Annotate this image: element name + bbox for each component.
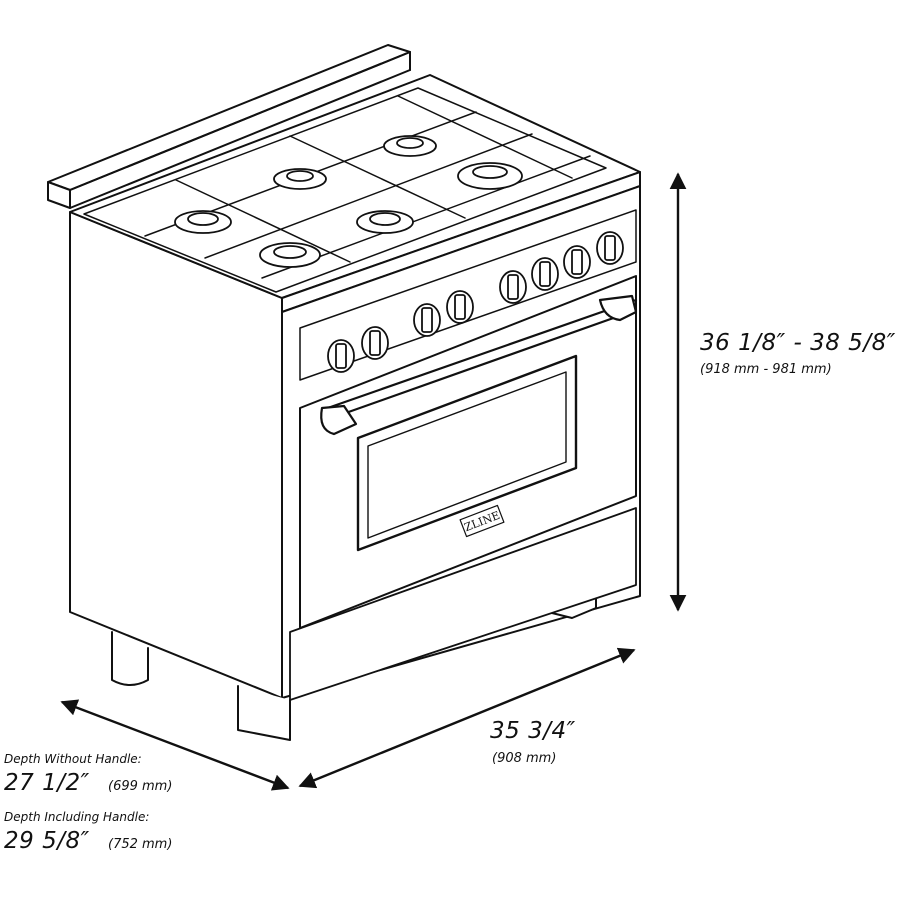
knob-icon bbox=[361, 326, 389, 360]
knob-icon bbox=[563, 245, 591, 279]
width-dimension-arrow bbox=[298, 647, 636, 789]
knob-icon bbox=[413, 303, 441, 337]
depth-dimension-arrow bbox=[60, 699, 290, 791]
depth-without-handle-metric: (699 mm) bbox=[108, 779, 173, 794]
depth-including-handle-metric: (752 mm) bbox=[108, 837, 173, 852]
backsplash bbox=[47, 44, 411, 209]
width-imperial-label: 35 3/4″ bbox=[490, 718, 576, 744]
burners bbox=[174, 135, 523, 268]
oven-handle bbox=[320, 294, 638, 436]
width-metric-label: (908 mm) bbox=[492, 751, 557, 766]
burner-icon bbox=[383, 135, 437, 157]
height-imperial-label: 36 1/8″ - 38 5/8″ bbox=[700, 330, 896, 356]
knob-icon bbox=[531, 257, 559, 291]
burner-icon bbox=[174, 210, 232, 234]
depth-including-handle-caption: Depth Including Handle: bbox=[4, 810, 150, 824]
depth-without-handle-caption: Depth Without Handle: bbox=[4, 752, 142, 766]
knob-icon bbox=[596, 231, 624, 265]
knob-icon bbox=[327, 339, 355, 373]
burner-icon bbox=[273, 168, 327, 190]
depth-including-handle-imperial: 29 5/8″ bbox=[4, 828, 90, 854]
burner-icon bbox=[457, 162, 523, 190]
knob-icon bbox=[499, 270, 527, 304]
depth-without-handle-imperial: 27 1/2″ bbox=[4, 770, 90, 796]
burner-icon bbox=[356, 210, 414, 234]
control-knobs bbox=[327, 231, 624, 373]
burner-icon bbox=[259, 242, 321, 268]
knob-icon bbox=[446, 290, 474, 324]
oven-door bbox=[299, 275, 637, 629]
height-metric-label: (918 mm - 981 mm) bbox=[700, 362, 832, 377]
